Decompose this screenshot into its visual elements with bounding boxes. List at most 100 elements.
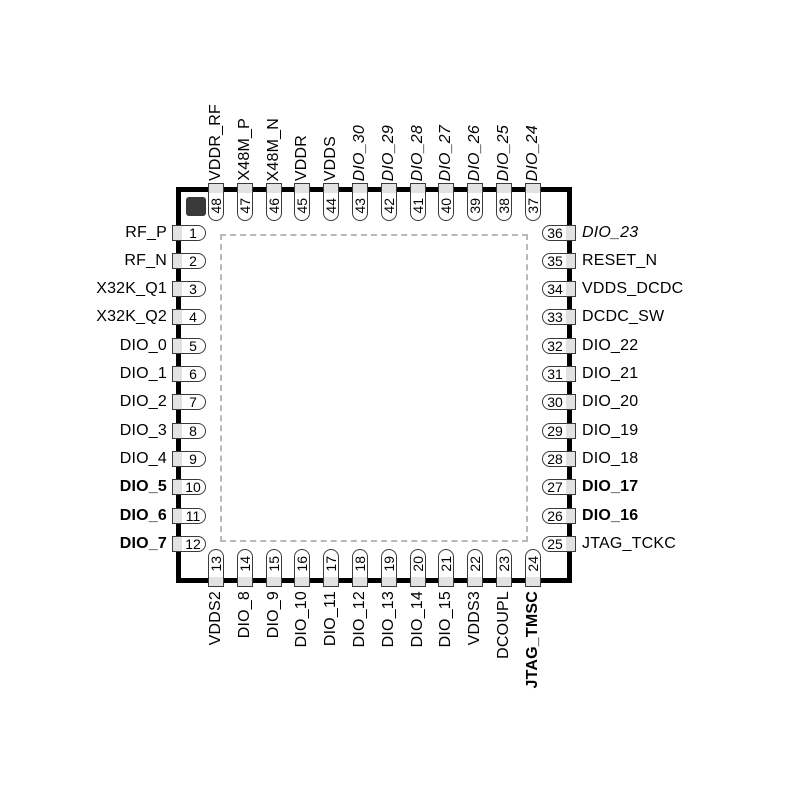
pin-number: 6 bbox=[189, 366, 197, 382]
pin-number: 39 bbox=[467, 198, 484, 214]
pin-number: 24 bbox=[524, 556, 541, 572]
pin-label-text: DIO_5 bbox=[119, 478, 167, 496]
pin-number: 12 bbox=[185, 535, 201, 552]
pin-number: 1 bbox=[189, 224, 197, 241]
pin-number: 3 bbox=[189, 281, 197, 298]
pin-label-text: DIO_14 bbox=[408, 591, 426, 648]
pin-capsule-41: 41 bbox=[409, 183, 426, 221]
pin-number: 27 bbox=[547, 479, 563, 496]
pin-number: 36 bbox=[547, 224, 563, 241]
pin-capsule-11: 11 bbox=[172, 507, 206, 524]
pin-label-text: DIO_24 bbox=[523, 124, 541, 181]
pin-label-31: DIO_21 bbox=[582, 364, 638, 384]
pin-label-29: DIO_19 bbox=[582, 421, 638, 441]
pin-number: 2 bbox=[189, 252, 197, 269]
pin-number: 8 bbox=[189, 422, 197, 439]
pin-label-11: DIO_6 bbox=[120, 506, 167, 526]
pin-capsule-31: 31 bbox=[542, 366, 576, 382]
pin-capsule-36: 36 bbox=[542, 224, 576, 241]
pin-label-text: DIO_3 bbox=[119, 421, 167, 439]
pin-label-34: VDDS_DCDC bbox=[582, 279, 683, 299]
pin-capsule-14: 14 bbox=[236, 549, 253, 587]
pin-number: 7 bbox=[189, 394, 197, 411]
exposed-pad-outline bbox=[220, 234, 528, 542]
pin-label-14: DIO_8 bbox=[234, 591, 256, 741]
pin-number: 48 bbox=[208, 198, 224, 214]
pin-label-text: DIO_17 bbox=[582, 478, 639, 496]
pin-label-text: DIO_29 bbox=[379, 124, 397, 181]
pin-label-text: DIO_9 bbox=[264, 591, 282, 639]
pin-number: 30 bbox=[547, 394, 563, 411]
pin-label-text: VDDS_DCDC bbox=[582, 280, 684, 298]
pin-number: 34 bbox=[547, 281, 563, 298]
pin-number: 16 bbox=[294, 556, 311, 572]
pin-label-text: DIO_21 bbox=[582, 365, 639, 382]
pin-number: 37 bbox=[524, 198, 541, 214]
pin-label-37: DIO_24 bbox=[522, 36, 544, 181]
pin-label-1: RF_P bbox=[125, 223, 167, 243]
pin-capsule-7: 7 bbox=[172, 394, 206, 411]
pin-label-text: DIO_7 bbox=[119, 534, 167, 552]
pin-label-25: JTAG_TCKC bbox=[582, 534, 676, 554]
pin-label-46: X48M_N bbox=[263, 36, 285, 181]
pin-label-text: DIO_10 bbox=[293, 591, 311, 648]
pin-capsule-18: 18 bbox=[352, 549, 368, 587]
pin-label-38: DIO_25 bbox=[493, 36, 515, 181]
pin-capsule-2: 2 bbox=[172, 252, 206, 269]
pin-number: 40 bbox=[438, 198, 455, 214]
pin-capsule-48: 48 bbox=[208, 183, 224, 221]
pin-label-text: VDDR_RF bbox=[207, 104, 224, 181]
pin-capsule-19: 19 bbox=[380, 549, 397, 587]
pin-label-36: DIO_23 bbox=[582, 223, 638, 243]
pin-label-3: X32K_Q1 bbox=[96, 279, 167, 299]
pin-label-text: DIO_18 bbox=[582, 449, 639, 467]
pin-label-7: DIO_2 bbox=[120, 392, 167, 412]
pin-label-20: DIO_14 bbox=[407, 591, 429, 741]
pin-label-44: VDDS bbox=[320, 36, 342, 181]
pin-number: 14 bbox=[236, 556, 253, 572]
pin-number: 22 bbox=[467, 556, 484, 572]
pin-label-23: DCOUPL bbox=[493, 591, 515, 741]
pin-label-text: VDDS bbox=[322, 135, 340, 181]
pin-label-48: VDDR_RF bbox=[205, 36, 227, 181]
pin-label-4: X32K_Q2 bbox=[96, 307, 167, 327]
pin-capsule-17: 17 bbox=[323, 549, 340, 587]
pin-capsule-32: 32 bbox=[542, 337, 576, 354]
pin-capsule-1: 1 bbox=[172, 224, 206, 241]
pin-number: 33 bbox=[547, 309, 563, 326]
pin-label-text: DIO_0 bbox=[119, 336, 167, 354]
pin-number: 44 bbox=[323, 198, 340, 214]
pin-label-text: VDDR bbox=[293, 134, 311, 181]
pin-capsule-10: 10 bbox=[172, 479, 206, 496]
pin-label-28: DIO_18 bbox=[582, 449, 638, 469]
pin-label-text: DIO_1 bbox=[119, 365, 167, 382]
pin-capsule-39: 39 bbox=[467, 183, 484, 221]
pin-label-39: DIO_26 bbox=[464, 36, 486, 181]
pin-capsule-29: 29 bbox=[542, 422, 576, 439]
pin-label-32: DIO_22 bbox=[582, 336, 638, 356]
pin-label-13: VDDS2 bbox=[205, 591, 227, 741]
pin-label-text: DCOUPL bbox=[495, 591, 512, 659]
pin-capsule-4: 4 bbox=[172, 309, 206, 326]
pin-capsule-20: 20 bbox=[409, 549, 426, 587]
pin-label-text: DCDC_SW bbox=[582, 308, 665, 326]
pin-capsule-24: 24 bbox=[524, 549, 541, 587]
pin-number: 5 bbox=[189, 337, 197, 354]
pin-label-text: DIO_28 bbox=[408, 124, 426, 181]
pin-label-19: DIO_13 bbox=[378, 591, 400, 741]
pin-label-text: DIO_30 bbox=[351, 124, 368, 181]
pin-label-text: X32K_Q2 bbox=[96, 308, 167, 326]
pin-capsule-27: 27 bbox=[542, 479, 576, 496]
pin-label-text: JTAG_TMSC bbox=[523, 591, 541, 689]
pin-capsule-40: 40 bbox=[438, 183, 455, 221]
pin-number: 41 bbox=[409, 198, 426, 214]
pin-number: 13 bbox=[208, 556, 224, 572]
pin-number: 35 bbox=[547, 252, 563, 269]
pin-label-text: VDDS3 bbox=[466, 591, 484, 646]
pin-number: 38 bbox=[496, 198, 512, 214]
pin-label-21: DIO_15 bbox=[435, 591, 457, 741]
pin-label-text: DIO_12 bbox=[351, 591, 368, 648]
pin-label-text: DIO_2 bbox=[119, 393, 167, 411]
pin-label-15: DIO_9 bbox=[263, 591, 285, 741]
